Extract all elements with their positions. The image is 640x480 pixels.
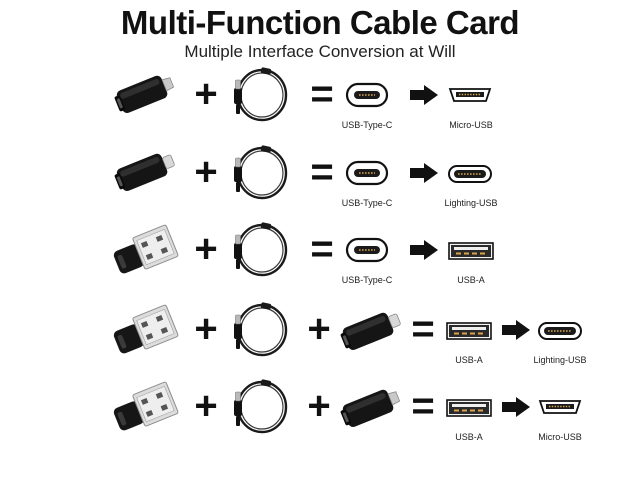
adapter-usb-a-icon [108, 301, 179, 361]
input-port-label: USB-A [455, 355, 483, 365]
usb-a-port-icon [446, 399, 492, 417]
adapter-black-micro-icon [108, 66, 178, 122]
page-subtitle: Multiple Interface Conversion at Will [184, 42, 456, 61]
adapter-black-micro-icon [334, 380, 404, 436]
adapter-black-lightning-icon [334, 303, 404, 359]
plus-symbol: + [194, 307, 218, 351]
adapter-usb-a-icon [108, 378, 179, 438]
output-port-label: Lighting-USB [444, 198, 498, 208]
plus-symbol: + [194, 150, 218, 194]
equals-symbol: = [310, 150, 334, 194]
lightning-port-icon [538, 322, 582, 340]
arrow-icon [410, 240, 438, 260]
cable-icon [228, 374, 290, 440]
conversion-row: + = USB-Type-C Lighting-USB [0, 138, 640, 218]
input-port-label: USB-Type-C [341, 120, 393, 130]
conversion-row: + = USB-Type-C USB-A [0, 215, 640, 295]
plus-symbol: + [194, 227, 218, 271]
input-port-label: USB-A [455, 432, 483, 442]
equals-symbol: = [411, 307, 435, 351]
cable-icon [228, 217, 290, 283]
cable-icon [228, 140, 290, 206]
arrow-icon [410, 85, 438, 105]
micro-usb-port-icon [448, 87, 492, 103]
equals-symbol: = [310, 227, 334, 271]
input-port-label: USB-Type-C [341, 275, 393, 285]
output-port-label: Micro-USB [538, 432, 582, 442]
type-c-port-icon [345, 237, 389, 263]
adapter-black-lightning-icon [108, 144, 178, 200]
output-port-label: USB-A [457, 275, 485, 285]
equals-symbol: = [411, 384, 435, 428]
cable-icon [228, 62, 290, 128]
arrow-icon [502, 320, 530, 340]
equals-symbol: = [310, 72, 334, 116]
cable-icon [228, 297, 290, 363]
conversion-row: + + = USB-A Lighting-USB [0, 295, 640, 375]
conversion-row: + = USB-Type-C Micro-USB [0, 60, 640, 140]
page-title: Multi-Function Cable Card [120, 4, 520, 41]
type-c-port-icon [345, 82, 389, 108]
usb-a-port-icon [446, 322, 492, 340]
output-port-label: Lighting-USB [533, 355, 587, 365]
type-c-port-icon [345, 160, 389, 186]
output-port-label: Micro-USB [449, 120, 493, 130]
conversion-row: + + = USB-A Micro-USB [0, 372, 640, 452]
micro-usb-port-icon [538, 399, 582, 415]
plus-symbol: + [194, 72, 218, 116]
plus-symbol: + [307, 384, 331, 428]
usb-a-port-icon [448, 242, 494, 260]
arrow-icon [502, 397, 530, 417]
plus-symbol: + [194, 384, 218, 428]
adapter-usb-a-icon [108, 221, 179, 281]
lightning-port-icon [448, 165, 492, 183]
plus-symbol: + [307, 307, 331, 351]
input-port-label: USB-Type-C [341, 198, 393, 208]
arrow-icon [410, 163, 438, 183]
